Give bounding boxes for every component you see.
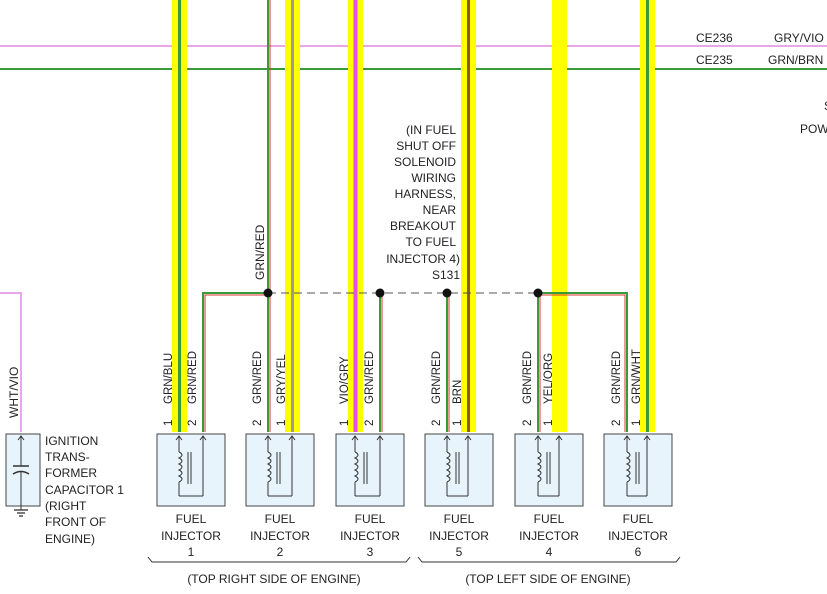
capacitor-label-line: TRANS- bbox=[45, 450, 90, 464]
pin-number: 2 bbox=[252, 420, 264, 426]
group-label-right-side: (TOP RIGHT SIDE OF ENGINE) bbox=[187, 572, 360, 586]
capacitor-label-line: IGNITION bbox=[45, 434, 98, 448]
pin-wire-color: GRN/RED bbox=[522, 351, 534, 404]
capacitor-wire-color: WHT/VIO bbox=[7, 367, 21, 418]
splice-note-line: TO FUEL bbox=[406, 235, 457, 249]
injector-number: 3 bbox=[367, 545, 374, 559]
circuit-ce236-color: GRY/VIO bbox=[774, 31, 824, 45]
pin-number: 2 bbox=[611, 420, 623, 426]
pin-wire-color: BRN bbox=[452, 380, 464, 404]
splice-note-line: WIRING bbox=[411, 171, 456, 185]
splice-note-line: HARNESS, bbox=[395, 187, 456, 201]
fuel-injector-3: 1 VIO/GRY 2 GRN/RED FUEL INJECTOR 3 bbox=[335, 351, 405, 559]
pin-number: 1 bbox=[452, 420, 464, 426]
pin-wire-color: YEL/ORG bbox=[543, 353, 555, 404]
circuit-ce235-id: CE235 bbox=[696, 53, 733, 67]
injector-number: 5 bbox=[456, 545, 463, 559]
coil-icon bbox=[536, 451, 542, 483]
splice-dot bbox=[533, 288, 543, 298]
fuel-injector-6: 2 GRN/RED 1 GRN/WHT FUEL INJECTOR 6 bbox=[603, 349, 673, 559]
fuel-injector-4: 2 GRN/RED 1 YEL/ORG FUEL INJECTOR 4 bbox=[514, 351, 584, 559]
right-edge-label-1: S bbox=[824, 99, 827, 113]
injector-number: 1 bbox=[188, 545, 195, 559]
coil-icon bbox=[353, 451, 359, 483]
pin-number: 1 bbox=[543, 420, 555, 426]
fuel-injector-2: 2 GRN/RED 1 GRY/YEL FUEL INJECTOR 2 bbox=[245, 351, 315, 559]
injector-name: FUEL bbox=[355, 512, 386, 526]
injector-number: 2 bbox=[277, 545, 284, 559]
injector-name: INJECTOR bbox=[429, 529, 489, 543]
circuit-ce235-color: GRN/BRN bbox=[768, 53, 823, 67]
injector-name: INJECTOR bbox=[161, 529, 221, 543]
pin-number: 2 bbox=[431, 420, 443, 426]
pin-wire-color: VIO/GRY bbox=[339, 356, 351, 404]
group-label-left-side: (TOP LEFT SIDE OF ENGINE) bbox=[465, 572, 630, 586]
capacitor-label-line: FORMER bbox=[45, 466, 97, 480]
bus-wire-label: GRN/RED bbox=[253, 224, 267, 280]
injector-body bbox=[514, 433, 584, 507]
coil-icon bbox=[177, 451, 183, 483]
splice-dot-s131 bbox=[442, 288, 452, 298]
circuit-ce236-id: CE236 bbox=[696, 31, 733, 45]
capacitor-label-line: (RIGHT bbox=[45, 499, 87, 513]
injector-name: FUEL bbox=[623, 512, 654, 526]
injector-body bbox=[335, 433, 405, 507]
pin-number: 2 bbox=[187, 420, 199, 426]
ignition-capacitor: WHT/VIO IGNITION TRANS- FORMER CAPACITOR… bbox=[0, 292, 124, 546]
injector-name: FUEL bbox=[534, 512, 565, 526]
group-brackets: (TOP RIGHT SIDE OF ENGINE) (TOP LEFT SID… bbox=[147, 556, 681, 586]
splice-note-line: SOLENOID bbox=[394, 155, 456, 169]
splice-note-line: NEAR bbox=[423, 203, 457, 217]
splice-note-line: SHUT OFF bbox=[396, 139, 456, 153]
capacitor-label-line: CAPACITOR 1 bbox=[45, 483, 124, 497]
pin-number: 1 bbox=[163, 420, 175, 426]
pin-number: 1 bbox=[339, 420, 351, 426]
right-edge-label-2: POW bbox=[800, 122, 827, 136]
injector-name: INJECTOR bbox=[340, 529, 400, 543]
vertical-wires bbox=[172, 0, 655, 432]
injector-name: INJECTOR bbox=[250, 529, 310, 543]
injector-body bbox=[603, 433, 673, 507]
coil-icon bbox=[625, 451, 631, 483]
splice-note-line: INJECTOR 4) bbox=[386, 252, 460, 266]
pin-wire-color: GRY/YEL bbox=[276, 354, 288, 404]
pin-wire-color: GRN/WHT bbox=[631, 349, 643, 404]
pin-wire-color: GRN/BLU bbox=[163, 353, 175, 404]
injector-number: 6 bbox=[635, 545, 642, 559]
coil-icon bbox=[445, 451, 451, 483]
pin-number: 1 bbox=[631, 420, 643, 426]
pin-number: 1 bbox=[276, 420, 288, 426]
pin-number: 2 bbox=[364, 420, 376, 426]
injector-name: FUEL bbox=[444, 512, 475, 526]
injector-name: INJECTOR bbox=[519, 529, 579, 543]
pin-number: 2 bbox=[522, 420, 534, 426]
pin-wire-color: GRN/RED bbox=[187, 351, 199, 404]
grn-red-bus bbox=[202, 292, 628, 432]
pin-wire-color: GRN/RED bbox=[611, 351, 623, 404]
injectors: 1 GRN/BLU 2 GRN/RED FUEL INJECTOR 1 2 GRN/RED 1 GR… bbox=[156, 349, 673, 559]
fuel-injector-1: 1 GRN/BLU 2 GRN/RED FUEL INJECTOR 1 bbox=[156, 351, 226, 559]
injector-name: FUEL bbox=[265, 512, 296, 526]
pin-wire-color: GRN/RED bbox=[364, 351, 376, 404]
splice-id: S131 bbox=[432, 268, 460, 282]
capacitor-label-line: ENGINE) bbox=[45, 532, 95, 546]
injector-name: INJECTOR bbox=[608, 529, 668, 543]
coil-icon bbox=[266, 451, 272, 483]
splice-note-line: BREAKOUT bbox=[390, 219, 457, 233]
injector-name: FUEL bbox=[176, 512, 207, 526]
pin-wire-color: GRN/RED bbox=[431, 351, 443, 404]
splice-dot bbox=[375, 288, 385, 298]
pin-wire-color: GRN/RED bbox=[252, 351, 264, 404]
splice-dot bbox=[263, 288, 273, 298]
capacitor-label-line: FRONT OF bbox=[45, 515, 106, 529]
splice-note-line: (IN FUEL bbox=[406, 123, 456, 137]
injector-number: 4 bbox=[546, 545, 553, 559]
splice-note: (IN FUEL SHUT OFF SOLENOID WIRING HARNES… bbox=[386, 123, 460, 282]
fuel-injector-5: 2 GRN/RED 1 BRN FUEL INJECTOR 5 bbox=[424, 351, 494, 559]
